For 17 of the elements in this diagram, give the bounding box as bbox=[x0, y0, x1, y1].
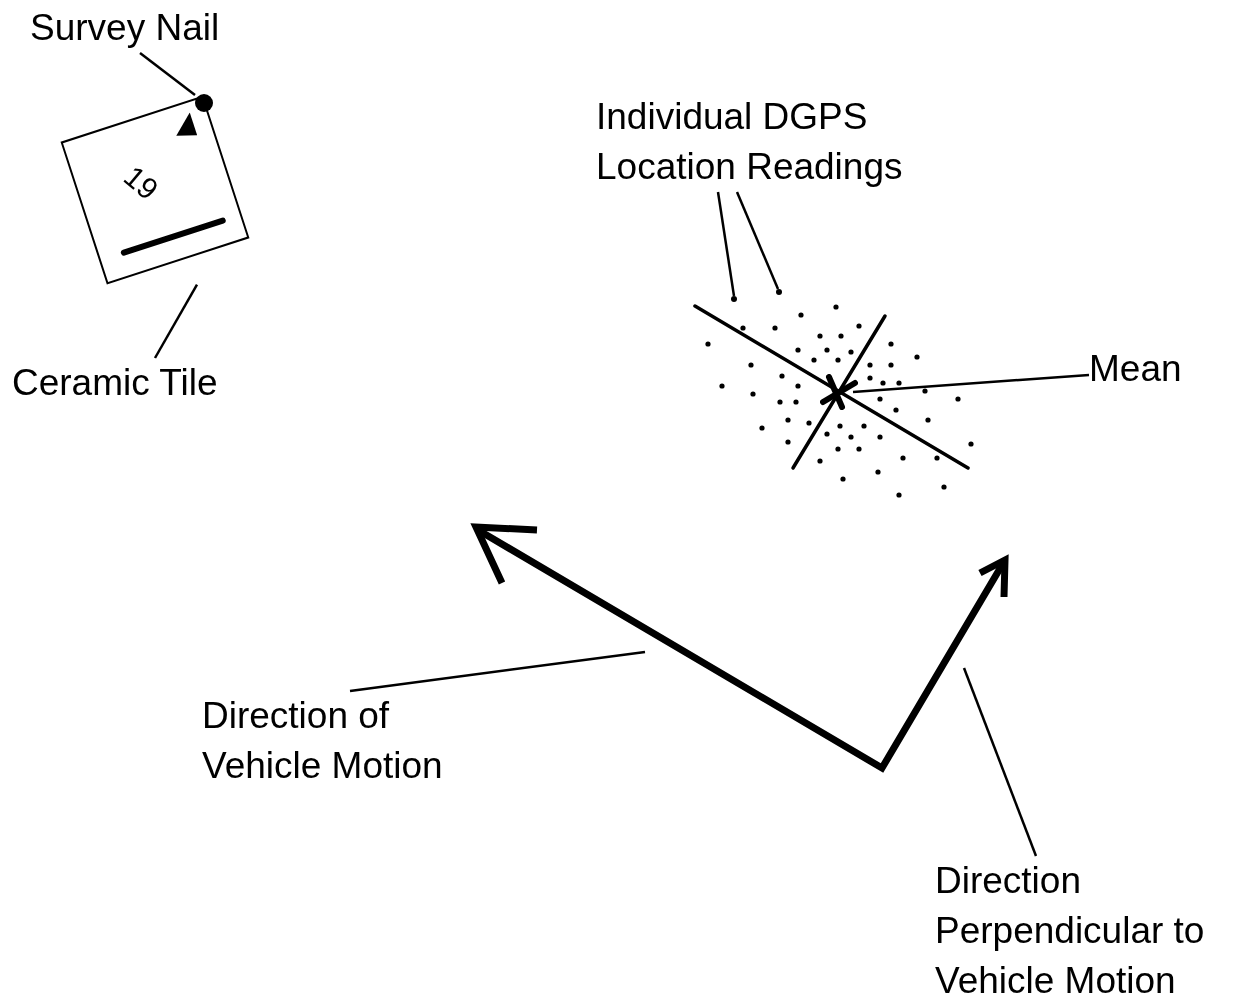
leader-line bbox=[139, 52, 196, 96]
callout-label: Individual DGPS Location Readings bbox=[596, 92, 931, 192]
leader-line bbox=[716, 191, 736, 297]
mean-cross-mark bbox=[820, 374, 858, 410]
leader-line bbox=[153, 283, 199, 359]
callout-label: Direction of Vehicle Motion bbox=[202, 691, 464, 791]
tile-number: 19 bbox=[117, 159, 165, 207]
reading-dot bbox=[731, 296, 737, 302]
leader-line bbox=[962, 667, 1038, 857]
callout-label: Mean bbox=[1089, 344, 1199, 394]
callout-label: Direction Perpendicular to Vehicle Motion bbox=[935, 856, 1235, 1006]
callout-label: Ceramic Tile bbox=[12, 358, 247, 408]
reading-dot bbox=[776, 289, 782, 295]
leader-line bbox=[852, 373, 1090, 394]
leader-line bbox=[349, 650, 646, 693]
callout-label: Survey Nail bbox=[30, 3, 250, 53]
leader-line bbox=[735, 191, 780, 290]
